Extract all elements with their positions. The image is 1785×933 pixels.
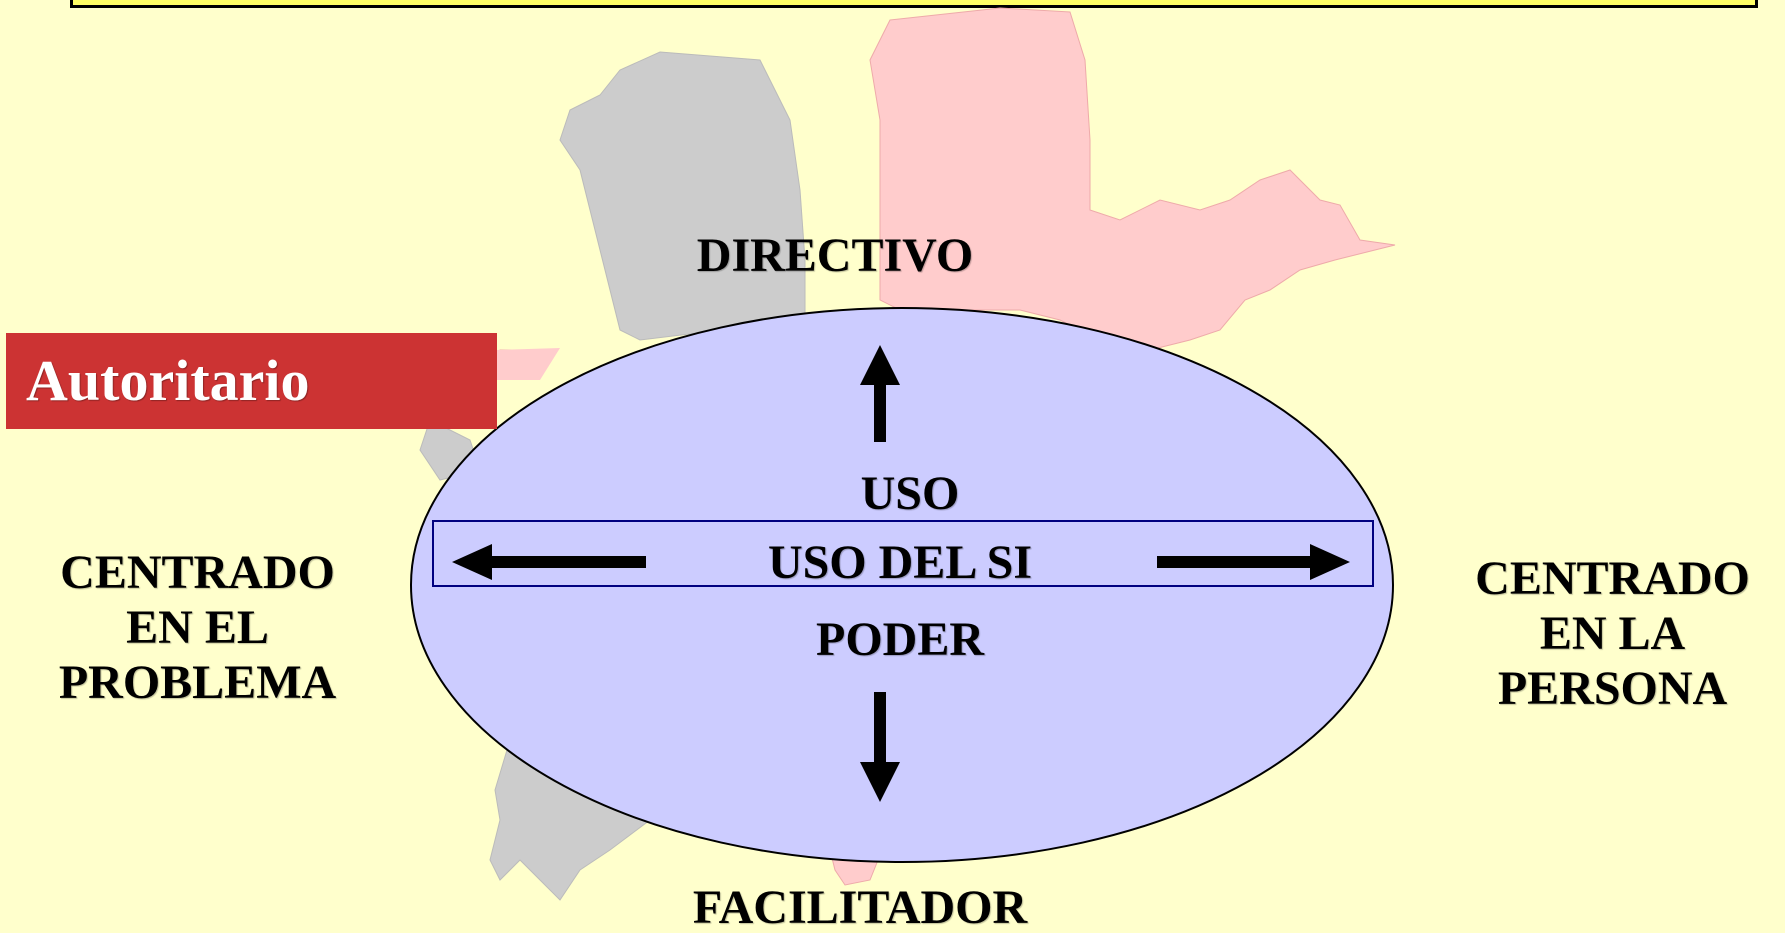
- label-facilitador: FACILITADOR: [692, 881, 1028, 933]
- arrow-down-icon: [860, 692, 900, 802]
- label-uso: USO: [860, 467, 960, 520]
- arrow-up-icon: [860, 345, 900, 442]
- right-label-line: CENTRADO: [1475, 552, 1750, 605]
- arrow-left-icon: [452, 544, 646, 580]
- left-label-line: PROBLEMA: [58, 656, 337, 710]
- arrow-right-icon: [1157, 544, 1350, 580]
- label-centrado-en-el-problema: CENTRADO EN EL PROBLEMA: [20, 545, 375, 711]
- label-uso-del-si: USO DEL SI: [767, 536, 1033, 589]
- left-label-line: CENTRADO: [60, 546, 335, 599]
- label-centrado-en-la-persona: CENTRADO EN LA PERSONA: [1440, 551, 1785, 717]
- right-label-line: PERSONA: [1497, 662, 1728, 716]
- uso-del-si-band: [432, 520, 1374, 587]
- autoritario-callout: Autoritario: [6, 333, 497, 429]
- pink-strip-shape: [497, 348, 560, 380]
- left-label-line: EN EL: [126, 601, 269, 655]
- title-banner: [70, 0, 1758, 8]
- label-directivo: DIRECTIVO: [696, 229, 974, 282]
- right-label-line: EN LA: [1539, 607, 1686, 661]
- label-poder: PODER: [816, 613, 984, 666]
